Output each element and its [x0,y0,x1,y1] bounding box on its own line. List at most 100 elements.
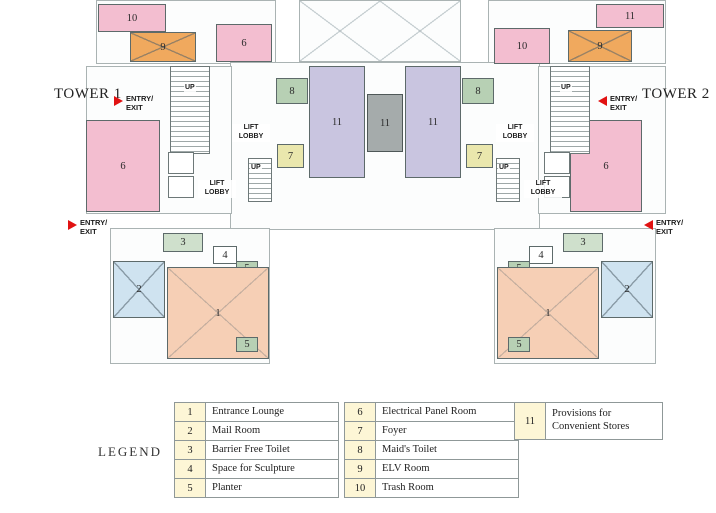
legend-label-cell: Barrier Free Toilet [212,443,290,455]
legend-label-cell: Mail Room [212,424,261,436]
room-maids-toilet-right: 8 [462,78,494,104]
entry-exit-label: ENTRY/ EXIT [80,218,108,236]
up-label-mid-right: UP [498,164,510,173]
room-number-2: 2 [624,284,630,295]
void-cross-left [300,1,380,61]
legend-label-cell: Electrical Panel Room [382,405,477,417]
room-store-left: 11 [309,66,365,178]
legend-label-cell: ELV Room [382,462,430,474]
room-trash-top-left: 10 [98,4,166,32]
room-number-7: 7 [287,150,294,162]
room-number-2: 2 [136,284,142,295]
room-number-9: 9 [597,40,603,52]
room-number-3: 3 [580,237,586,248]
entry-arrow-icon [114,96,123,106]
lift-lobby-label-upper-right: LIFT LOBBY [496,124,534,142]
room-foyer-right: 7 [466,144,493,168]
room-maids-toilet-left: 8 [276,78,308,104]
room-mail-left: 2 [113,261,165,318]
legend-num-cell: 10 [345,479,376,497]
room-barrier-free-toilet-left: 3 [163,233,203,252]
legend-num-cell: 9 [345,460,376,478]
room-number-11: 11 [427,116,439,128]
legend-label-cell: Planter [212,481,242,493]
legend-row: 11 Provisions for Convenient Stores [515,403,662,439]
legend-row: 9 ELV Room [345,460,518,479]
entry-exit-marker-top-left: ENTRY/ EXIT [114,94,153,112]
room-number-1: 1 [545,307,551,319]
legend-num-cell: 2 [175,422,206,440]
lift-left-2 [168,176,194,198]
legend-num-cell: 6 [345,403,376,421]
void-cross-right [380,1,460,61]
legend-num-cell: 3 [175,441,206,459]
room-number-3: 3 [180,237,186,248]
legend-table-3: 11 Provisions for Convenient Stores [514,402,663,440]
entry-exit-label: ENTRY/ EXIT [126,94,154,112]
room-number-10: 10 [126,12,138,24]
legend-row: 1 Entrance Lounge [175,403,338,422]
room-number-11: 11 [379,117,391,129]
lift-lobby-label-lower-left: LIFT LOBBY [198,180,236,198]
lift-left-1 [168,152,194,174]
room-store-center: 11 [367,94,403,152]
legend-row: 10 Trash Room [345,479,518,497]
room-sculpture-left: 4 [213,246,237,264]
legend-row: 2 Mail Room [175,422,338,441]
room-foyer-left: 7 [277,144,304,168]
up-label-mid-left: UP [250,164,262,173]
room-store-right: 11 [405,66,461,178]
room-barrier-free-toilet-right: 3 [563,233,603,252]
legend-row: 6 Electrical Panel Room [345,403,518,422]
room-electrical-top-left: 6 [216,24,272,62]
legend-table-1: 1 Entrance Lounge 2 Mail Room 3 Barrier … [174,402,339,498]
entry-exit-label: ENTRY/ EXIT [656,218,684,236]
room-elv-left: 9 [130,32,196,62]
room-number-4: 4 [222,249,228,261]
legend-row: 7 Foyer [345,422,518,441]
legend-row: 8 Maid's Toilet [345,441,518,460]
legend-title: LEGEND [98,444,162,459]
legend-num-cell: 8 [345,441,376,459]
room-planter-right-bottom: 5 [508,337,530,352]
room-number-6: 6 [603,160,609,172]
lift-lobby-label-upper-left: LIFT LOBBY [232,124,270,142]
entry-exit-marker-bottom-left: ENTRY/ EXIT [68,218,107,236]
room-sculpture-right: 4 [529,246,553,264]
room-number-8: 8 [289,85,295,97]
legend-row: 5 Planter [175,479,338,497]
room-number-6: 6 [241,37,247,49]
legend-label-cell: Provisions for Convenient Stores [552,408,630,432]
room-planter-left-bottom: 5 [236,337,258,352]
tower-1-title: TOWER 1 [54,86,122,102]
legend-table-2: 6 Electrical Panel Room 7 Foyer 8 Maid's… [344,402,519,498]
legend-num-cell: 5 [175,479,206,497]
legend-label-cell: Maid's Toilet [382,443,437,455]
entry-exit-label: ENTRY/ EXIT [610,94,638,112]
room-number-11: 11 [331,116,343,128]
room-number-8: 8 [475,85,481,97]
entry-arrow-icon [644,220,653,230]
room-trash-top-right: 10 [494,28,550,64]
legend-label-cell: Entrance Lounge [212,405,285,417]
room-number-5: 5 [516,339,522,350]
legend-num-cell: 7 [345,422,376,440]
legend-num-cell: 1 [175,403,206,421]
entry-arrow-icon [68,220,77,230]
legend-num-cell: 11 [515,403,546,439]
room-number-7: 7 [476,150,483,162]
room-number-10: 10 [516,40,528,52]
room-number-5: 5 [244,339,250,350]
legend-row: 4 Space for Sculpture [175,460,338,479]
room-number-6: 6 [120,160,126,172]
room-number-1: 1 [215,307,221,319]
room-number-9: 9 [160,41,166,53]
entry-exit-marker-bottom-right: ENTRY/ EXIT [644,218,683,236]
room-mail-right: 2 [601,261,653,318]
legend-label-cell: Space for Sculpture [212,462,295,474]
room-store-top-right: 11 [596,4,664,28]
lift-lobby-label-lower-right: LIFT LOBBY [524,180,562,198]
up-label-top-right: UP [560,84,572,93]
tower-2-title: TOWER 2 [642,86,710,102]
